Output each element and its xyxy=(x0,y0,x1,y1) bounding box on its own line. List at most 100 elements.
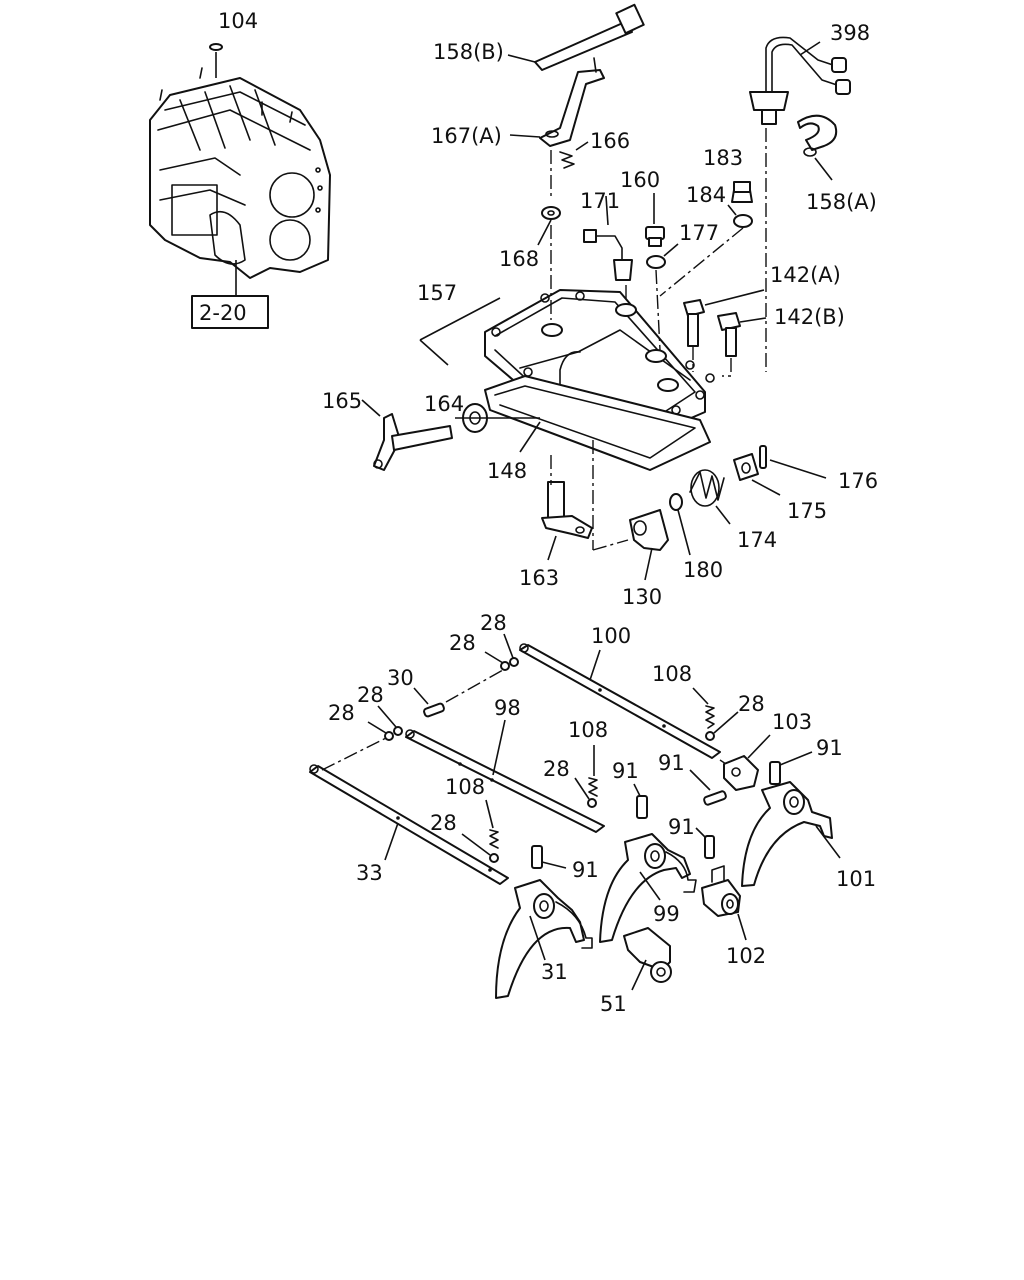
label-91-d: 91 xyxy=(668,815,695,839)
part-174-spring xyxy=(689,469,731,525)
part-28-ball-a xyxy=(500,661,510,671)
part-130-detent xyxy=(629,509,669,581)
label-99: 99 xyxy=(653,902,680,926)
part-91-pin-e xyxy=(531,845,543,869)
part-168-washer xyxy=(541,206,561,220)
label-51: 51 xyxy=(600,992,627,1016)
part-31-fork xyxy=(495,879,593,999)
part-91-pin-d xyxy=(636,795,648,819)
part-167a-bracket xyxy=(509,57,605,147)
part-104-plug xyxy=(209,43,223,51)
label-176: 176 xyxy=(838,469,878,493)
part-28-ball-e xyxy=(705,731,715,741)
label-130: 130 xyxy=(622,585,662,609)
part-165-lever xyxy=(361,399,453,471)
label-180: 180 xyxy=(683,558,723,582)
part-177-washer xyxy=(646,255,666,269)
label-157: 157 xyxy=(417,281,457,305)
part-175-plug xyxy=(733,453,781,496)
reference-box xyxy=(191,295,269,329)
part-28-ball-d xyxy=(393,726,403,736)
label-28-b: 28 xyxy=(449,631,476,655)
label-184: 184 xyxy=(686,183,726,207)
part-28-ball-g xyxy=(489,853,499,863)
label-28-f: 28 xyxy=(738,692,765,716)
part-148-gasket xyxy=(484,375,711,471)
label-158b: 158(B) xyxy=(433,40,504,64)
label-91-c: 91 xyxy=(658,751,685,775)
part-180-washer xyxy=(669,493,683,511)
part-91-pin-c xyxy=(704,835,715,859)
label-167a: 167(A) xyxy=(431,124,502,148)
part-183-plug xyxy=(731,181,753,203)
part-158a-clamp xyxy=(797,114,838,181)
label-108-b: 108 xyxy=(568,718,608,742)
part-142a-bolt xyxy=(683,289,765,347)
label-31: 31 xyxy=(541,960,568,984)
label-160: 160 xyxy=(620,168,660,192)
label-91-e: 91 xyxy=(572,858,599,882)
label-30: 30 xyxy=(387,666,414,690)
label-168: 168 xyxy=(499,247,539,271)
label-165: 165 xyxy=(322,389,362,413)
part-184-washer xyxy=(733,214,753,228)
part-51-block xyxy=(623,927,672,991)
part-91-pin-b xyxy=(703,790,727,806)
part-108-spring-c xyxy=(489,829,499,849)
label-33: 33 xyxy=(356,861,383,885)
label-183: 183 xyxy=(703,146,743,170)
part-160-plug xyxy=(645,226,665,247)
label-98: 98 xyxy=(494,696,521,720)
label-91-b: 91 xyxy=(612,759,639,783)
part-142b-bolt xyxy=(717,312,767,357)
label-142b: 142(B) xyxy=(774,305,845,329)
label-91-a: 91 xyxy=(816,736,843,760)
part-30-pin xyxy=(423,702,445,718)
label-398: 398 xyxy=(830,21,870,45)
label-28-a: 28 xyxy=(480,611,507,635)
label-108-c: 108 xyxy=(445,775,485,799)
part-398-sensor xyxy=(749,36,851,125)
part-101-fork xyxy=(741,781,841,887)
part-99-fork xyxy=(599,833,697,943)
part-164-seal xyxy=(455,403,540,433)
label-101: 101 xyxy=(836,867,876,891)
label-158a: 158(A) xyxy=(806,190,877,214)
part-163-shift-lever xyxy=(541,481,593,561)
label-28-c: 28 xyxy=(357,683,384,707)
part-28-ball-f xyxy=(587,798,597,808)
part-28-ball-c xyxy=(384,731,394,741)
part-158b-tie xyxy=(507,3,645,71)
label-163: 163 xyxy=(519,566,559,590)
label-148: 148 xyxy=(487,459,527,483)
label-174: 174 xyxy=(737,528,777,552)
part-91-pin-a xyxy=(769,761,781,785)
label-28-d: 28 xyxy=(328,701,355,725)
transmission-housing xyxy=(149,67,331,279)
part-171-switch xyxy=(583,195,633,281)
label-177: 177 xyxy=(679,221,719,245)
label-100: 100 xyxy=(591,624,631,648)
part-166-spring xyxy=(559,141,589,169)
part-33-rail xyxy=(309,764,509,885)
label-28-e: 28 xyxy=(543,757,570,781)
label-102: 102 xyxy=(726,944,766,968)
label-104: 104 xyxy=(218,9,258,33)
part-28-ball-b xyxy=(509,657,519,667)
part-100-rail xyxy=(519,643,721,759)
part-108-spring-a xyxy=(705,705,715,729)
label-175: 175 xyxy=(787,499,827,523)
label-108-a: 108 xyxy=(652,662,692,686)
part-102-block xyxy=(701,865,747,941)
label-28-g: 28 xyxy=(430,811,457,835)
label-142a: 142(A) xyxy=(770,263,841,287)
label-171: 171 xyxy=(580,189,620,213)
part-98-rail xyxy=(405,719,605,833)
part-176-pin xyxy=(759,445,827,479)
label-164: 164 xyxy=(424,392,464,416)
reference-box-label: 2-20 xyxy=(199,301,247,325)
label-103: 103 xyxy=(772,710,812,734)
part-103-block xyxy=(723,734,771,791)
label-166: 166 xyxy=(590,129,630,153)
